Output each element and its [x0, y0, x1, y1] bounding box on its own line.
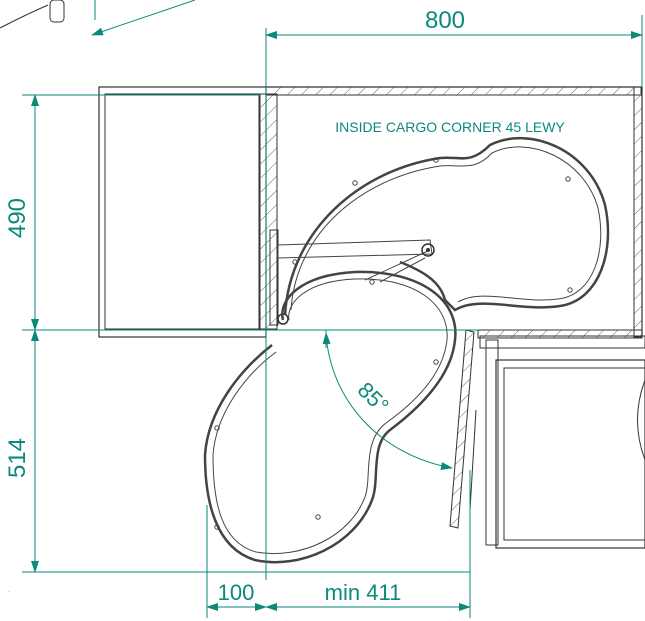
swing-arm [269, 229, 435, 326]
dimension-angle: 85° [353, 377, 394, 418]
corner-door [449, 329, 477, 529]
dimension-left-lower: 514 [4, 438, 31, 478]
hinge-detail [0, 0, 196, 36]
drawing-title: INSIDE CARGO CORNER 45 LEWY [335, 119, 565, 135]
dimension-bottom-offset: 100 [218, 580, 255, 605]
upper-basket [283, 136, 610, 316]
dimension-left-upper: 490 [4, 198, 31, 238]
corner-mark: . [8, 588, 10, 594]
dimension-top-width: 800 [425, 7, 465, 34]
dimension-lines [22, 15, 643, 618]
dimension-bottom-min: min 411 [325, 580, 402, 605]
corner-cabinet [265, 86, 643, 339]
left-cabinet [98, 86, 278, 338]
lower-basket [203, 270, 457, 564]
right-cabinet [479, 335, 645, 549]
